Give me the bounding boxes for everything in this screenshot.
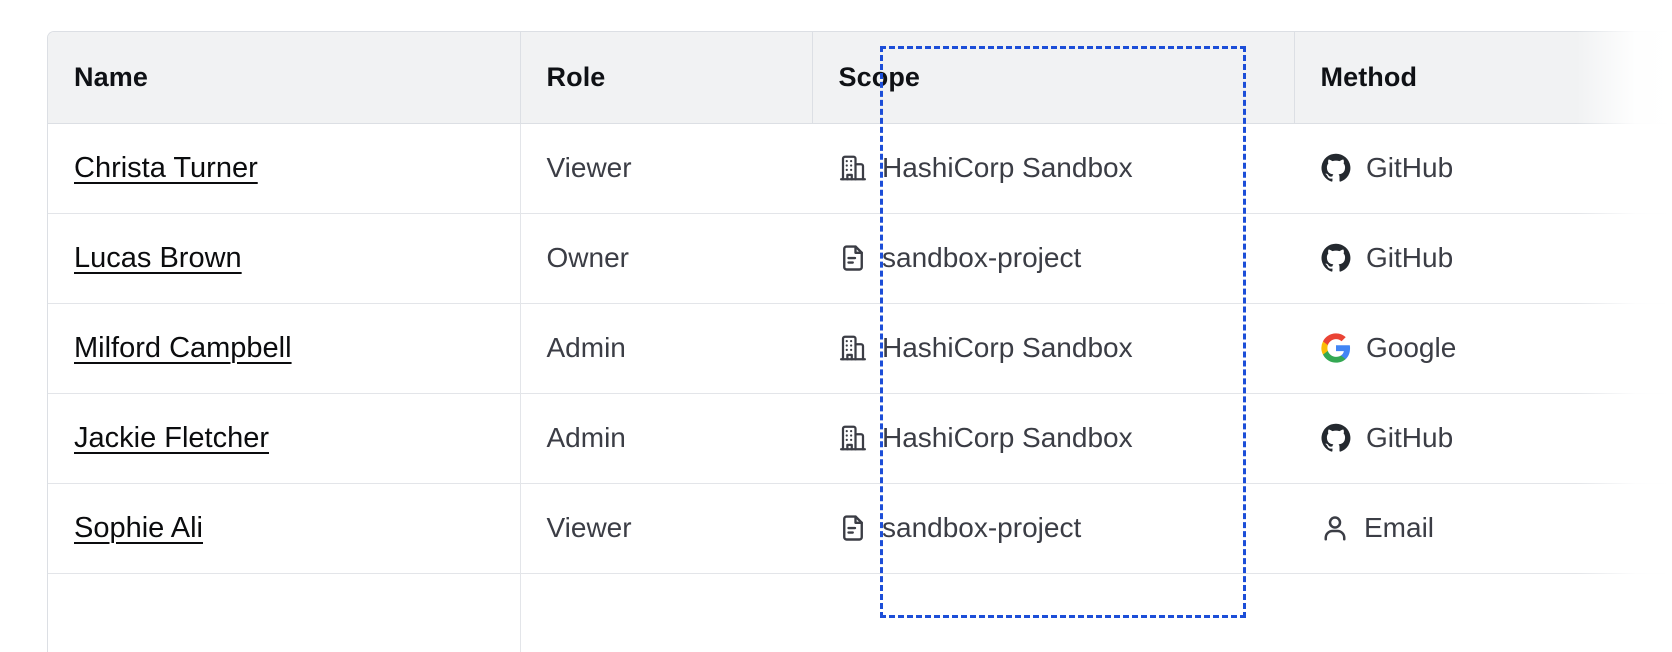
organization-icon xyxy=(838,333,868,363)
cell-scope: HashiCorp Sandbox xyxy=(812,303,1294,394)
method-label: Email xyxy=(1364,512,1435,543)
member-name-link[interactable]: Lucas Brown xyxy=(74,241,242,274)
cell-role: Admin xyxy=(520,303,812,394)
cell-method: GitHub xyxy=(1294,393,1672,484)
cell-name: Jackie Fletcher xyxy=(48,393,521,484)
table-row[interactable]: Christa Turner Viewer xyxy=(48,123,1672,214)
table-body: Christa Turner Viewer xyxy=(48,123,1672,652)
project-document-icon xyxy=(838,243,868,273)
column-header-scope[interactable]: Scope xyxy=(812,32,1295,124)
members-table-card: Name Role Scope Method Christa Turner Vi… xyxy=(47,31,1672,652)
cell-name: Lucas Brown xyxy=(48,213,521,304)
organization-icon xyxy=(838,423,868,453)
cell-name xyxy=(48,573,521,652)
member-name-link[interactable]: Christa Turner xyxy=(74,151,258,184)
table-row[interactable] xyxy=(48,573,1672,652)
cell-name: Sophie Ali xyxy=(48,483,521,574)
cell-name: Milford Campbell xyxy=(48,303,521,394)
cell-role: Admin xyxy=(520,393,812,484)
members-table: Name Role Scope Method Christa Turner Vi… xyxy=(48,32,1672,652)
method-label: GitHub xyxy=(1366,242,1454,273)
table-header-row: Name Role Scope Method xyxy=(48,32,1672,124)
member-name-link[interactable]: Sophie Ali xyxy=(74,511,203,544)
column-header-role[interactable]: Role xyxy=(520,32,813,124)
table-row[interactable]: Lucas Brown Owner xyxy=(48,213,1672,304)
cell-role: Viewer xyxy=(520,123,812,214)
project-document-icon xyxy=(838,513,868,543)
column-header-method[interactable]: Method xyxy=(1294,32,1672,124)
cell-method: GitHub xyxy=(1294,213,1672,304)
cell-role: Owner xyxy=(520,213,812,304)
cell-scope xyxy=(812,573,1294,652)
cell-role xyxy=(520,573,812,652)
scope-label: sandbox-project xyxy=(882,512,1082,543)
member-name-link[interactable]: Jackie Fletcher xyxy=(74,421,270,454)
google-icon xyxy=(1320,332,1352,364)
table-header: Name Role Scope Method xyxy=(48,32,1672,124)
members-table-scroll-container[interactable]: Name Role Scope Method Christa Turner Vi… xyxy=(47,31,1672,652)
method-label: GitHub xyxy=(1366,422,1454,453)
github-icon xyxy=(1320,152,1352,184)
scope-label: HashiCorp Sandbox xyxy=(882,422,1133,453)
github-icon xyxy=(1320,242,1352,274)
cell-method: GitHub xyxy=(1294,123,1672,214)
table-row[interactable]: Sophie Ali Viewer xyxy=(48,483,1672,574)
cell-scope: sandbox-project xyxy=(812,483,1294,574)
method-label: Google xyxy=(1366,332,1457,363)
cell-method: Email xyxy=(1294,483,1672,574)
scope-label: HashiCorp Sandbox xyxy=(882,332,1133,363)
cell-scope: sandbox-project xyxy=(812,213,1294,304)
github-icon xyxy=(1320,422,1352,454)
organization-icon xyxy=(838,153,868,183)
cell-method: Google xyxy=(1294,303,1672,394)
cell-name: Christa Turner xyxy=(48,123,521,214)
scope-label: sandbox-project xyxy=(882,242,1082,273)
member-name-link[interactable]: Milford Campbell xyxy=(74,331,292,364)
scope-label: HashiCorp Sandbox xyxy=(882,152,1133,183)
cell-scope: HashiCorp Sandbox xyxy=(812,393,1294,484)
table-row[interactable]: Milford Campbell Admin xyxy=(48,303,1672,394)
cell-method xyxy=(1294,573,1672,652)
method-label: GitHub xyxy=(1366,152,1454,183)
column-header-name[interactable]: Name xyxy=(48,32,521,124)
user-icon xyxy=(1320,513,1350,543)
cell-scope: HashiCorp Sandbox xyxy=(812,123,1294,214)
cell-role: Viewer xyxy=(520,483,812,574)
table-row[interactable]: Jackie Fletcher Admin xyxy=(48,393,1672,484)
